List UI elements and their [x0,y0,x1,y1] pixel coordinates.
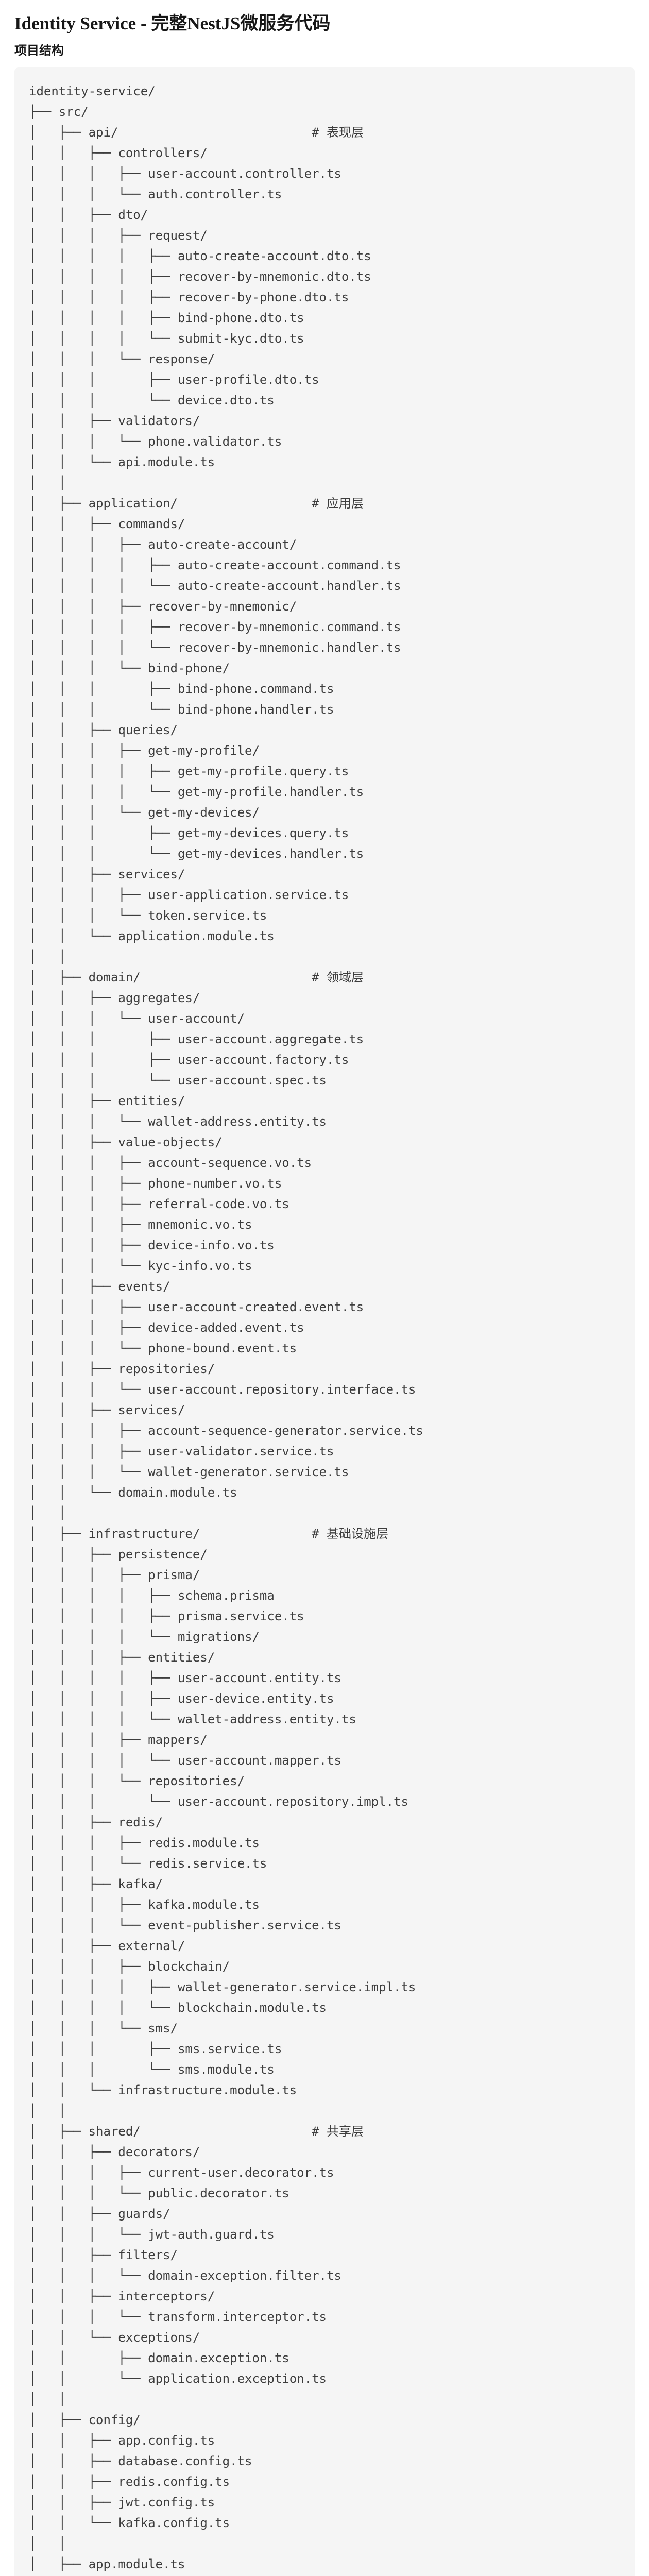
file-tree: identity-service/ ├── src/ │ ├── api/ # … [29,83,423,2571]
code-block-project-structure: identity-service/ ├── src/ │ ├── api/ # … [14,67,635,2576]
section-heading-project-structure: 项目结构 [14,44,64,58]
page-title: Identity Service - 完整NestJS微服务代码 [14,13,331,33]
